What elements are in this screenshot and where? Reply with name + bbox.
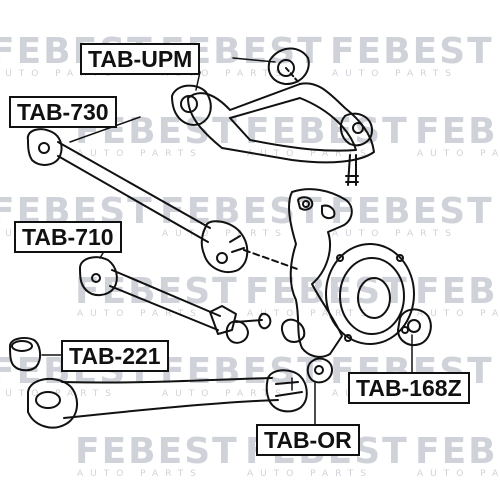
part-label-tab-or: TAB-OR (256, 424, 360, 456)
part-label-tab-upm: TAB-UPM (80, 43, 201, 75)
part-label-tab-168z: TAB-168Z (348, 372, 470, 404)
part-label-tab-710: TAB-710 (14, 221, 122, 253)
wheel-hub (325, 243, 415, 345)
part-label-tab-221: TAB-221 (61, 340, 169, 372)
upper-control-arm (171, 47, 375, 186)
steering-knuckle (280, 188, 353, 384)
lateral-link-710 (79, 256, 272, 344)
lower-control-arm (27, 369, 308, 429)
part-label-tab-730: TAB-730 (9, 96, 117, 128)
bushing-168z (397, 308, 432, 346)
bushing-221 (9, 337, 42, 372)
